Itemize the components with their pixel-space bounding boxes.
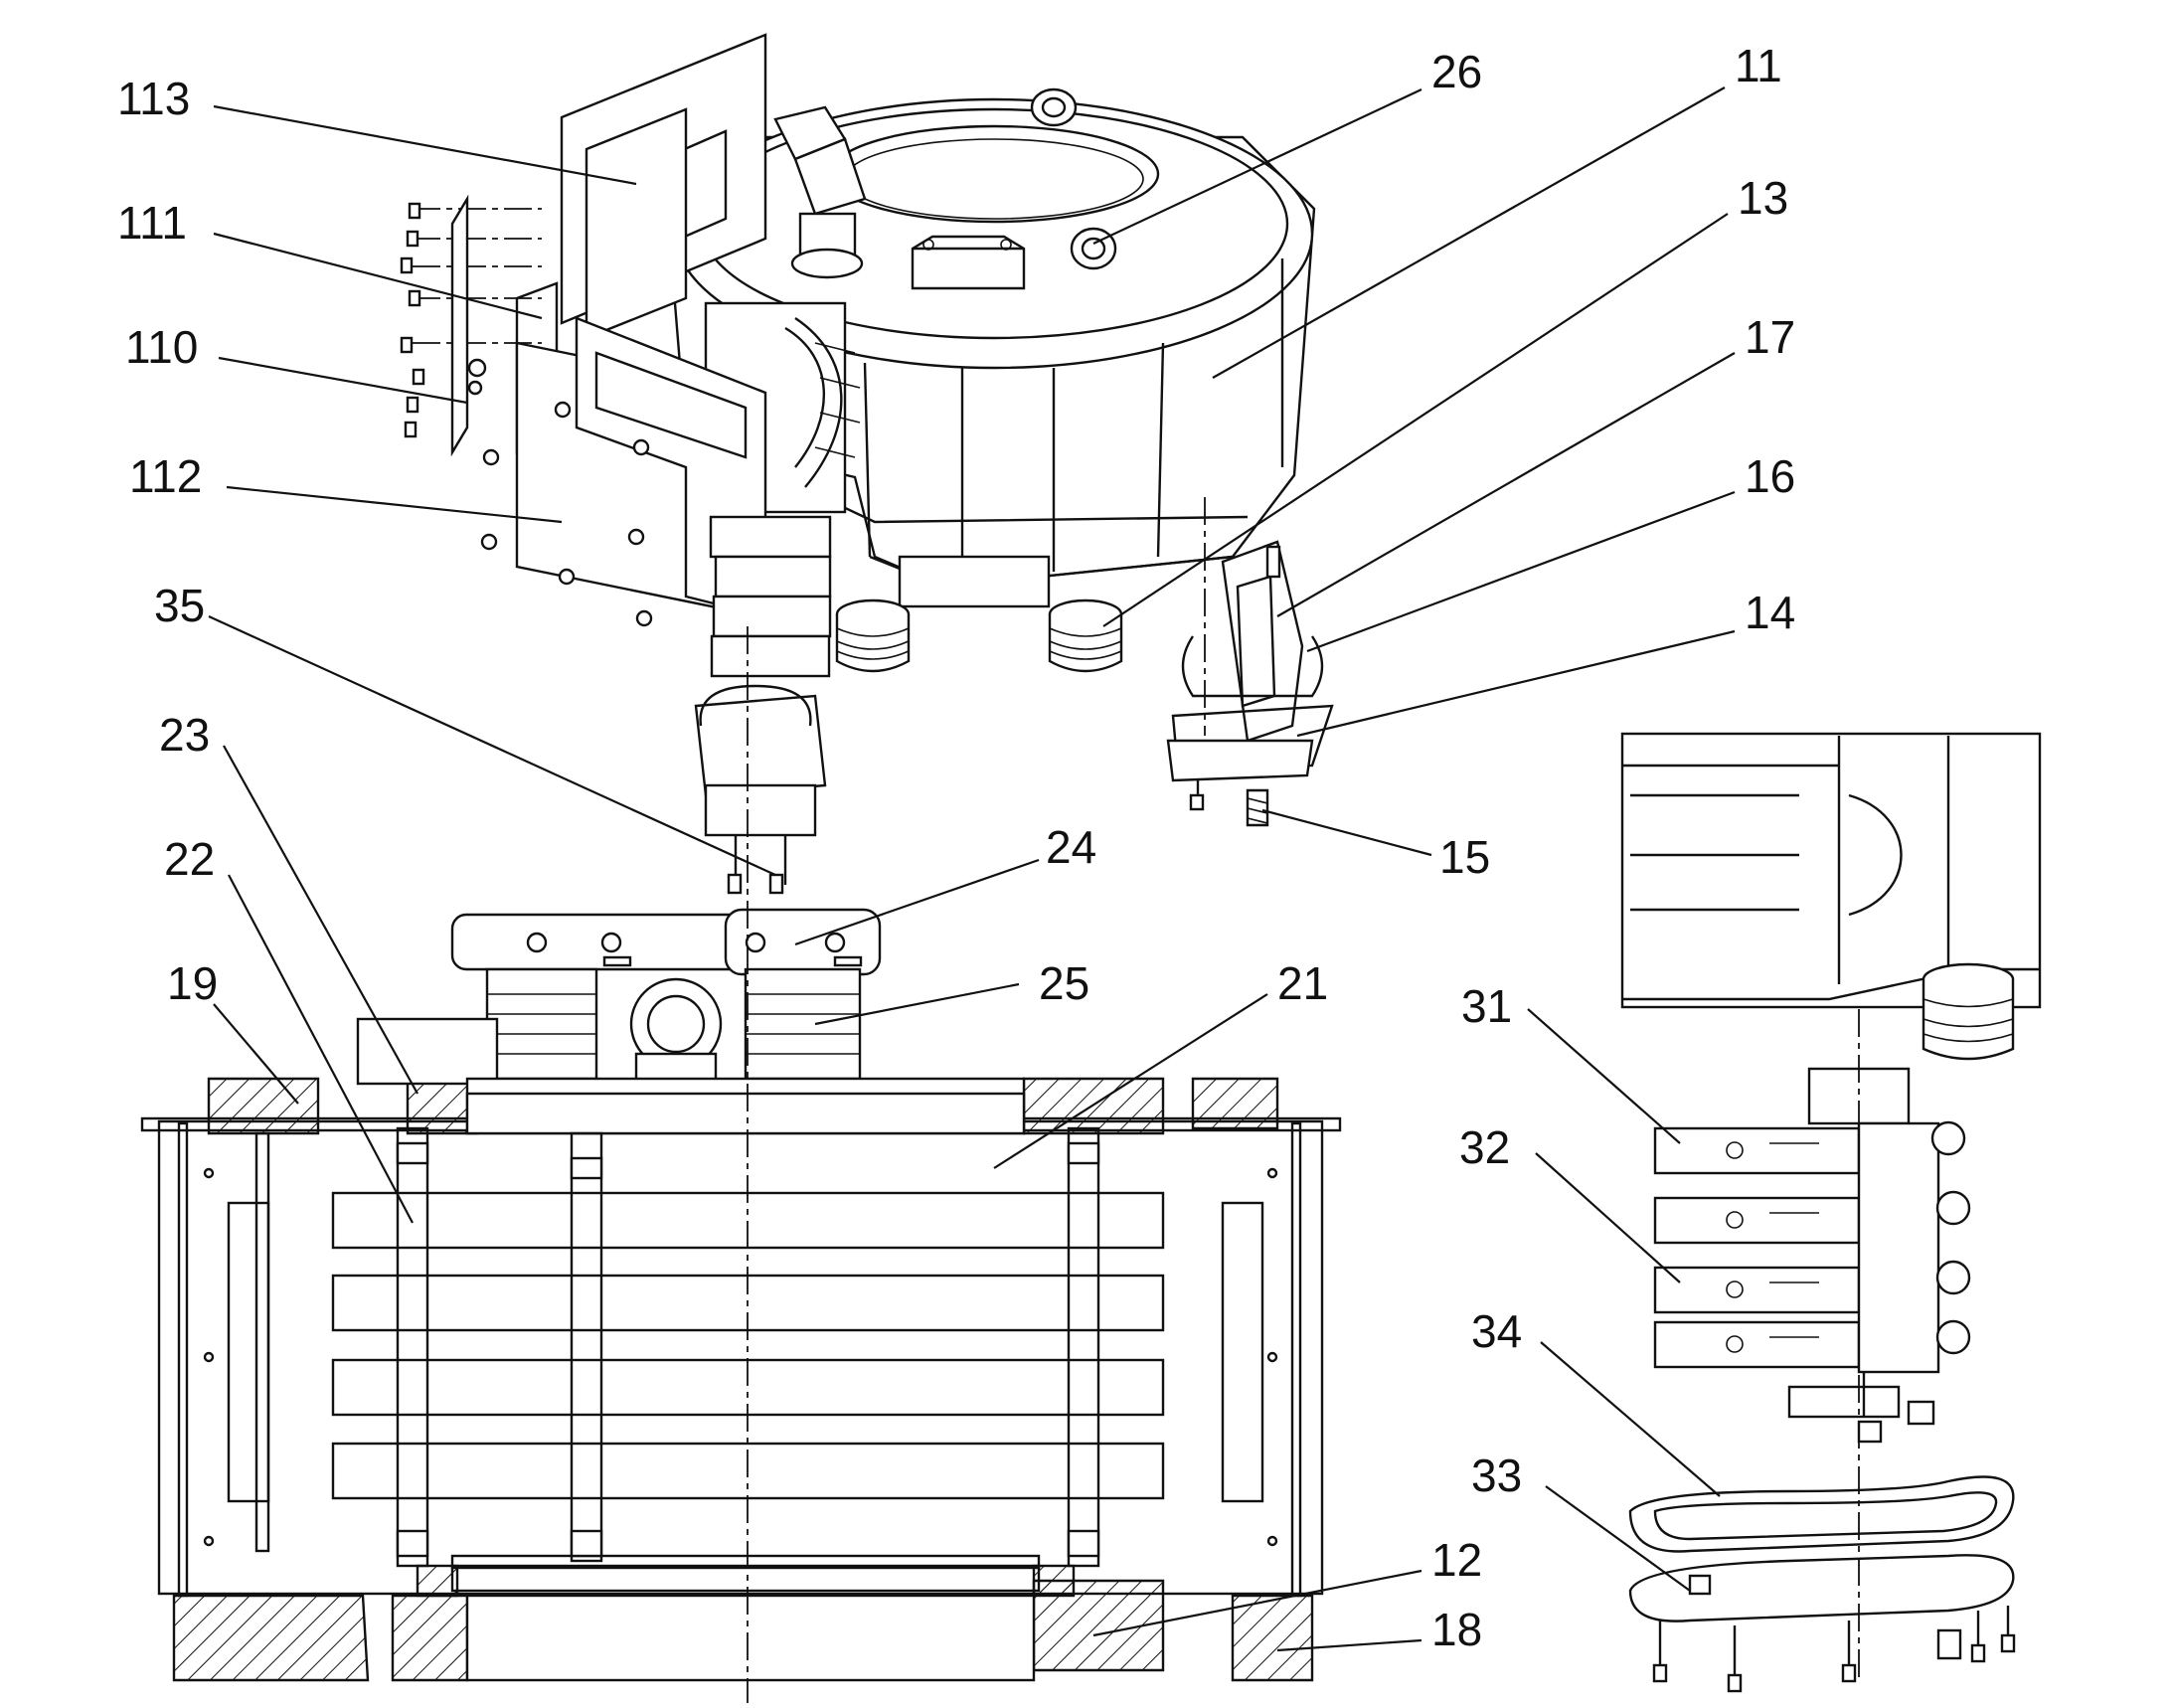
label-17: 17 <box>1745 311 1795 363</box>
leader-35 <box>208 614 776 877</box>
leader-33 <box>1545 1485 1691 1592</box>
label-31: 31 <box>1461 980 1512 1032</box>
leader-21 <box>993 993 1268 1169</box>
leader-113 <box>213 104 637 186</box>
switch-contacts-parts-31-32 <box>1653 1067 1971 1444</box>
leader-11 <box>1212 86 1726 379</box>
label-24: 24 <box>1046 821 1096 873</box>
leader-23 <box>223 745 418 1095</box>
label-13: 13 <box>1738 172 1788 224</box>
leader-19 <box>213 1003 299 1105</box>
label-15: 15 <box>1439 831 1490 883</box>
label-22: 22 <box>164 833 215 885</box>
label-32: 32 <box>1459 1121 1510 1173</box>
base-tank-section <box>140 1017 1342 1682</box>
part-labels: 113 111 110 112 35 23 22 19 26 11 13 17 … <box>117 40 1795 1655</box>
bushing-part-25 <box>485 967 862 1086</box>
detail-bushing-cup <box>1922 962 2015 1061</box>
leader-31 <box>1527 1008 1681 1144</box>
bushing-cup-part-13 <box>1048 598 1123 673</box>
connector-block-part-24 <box>450 908 882 976</box>
leader-112 <box>226 485 563 524</box>
gasket-part-34 <box>1628 1475 2015 1553</box>
leader-14 <box>1296 629 1736 738</box>
label-19: 19 <box>167 957 218 1009</box>
base-plate-part-33 <box>1628 1554 2016 1693</box>
label-21: 21 <box>1277 957 1328 1009</box>
leader-13 <box>1102 213 1729 627</box>
screws-left <box>400 202 425 438</box>
leader-15 <box>1261 808 1432 857</box>
leader-16 <box>1306 490 1736 653</box>
label-35: 35 <box>154 580 205 631</box>
spring-part-15 <box>1246 788 1269 827</box>
leader-lines <box>208 86 1736 1652</box>
leader-17 <box>1276 352 1736 617</box>
small-plate-part-110 <box>450 194 487 457</box>
label-33: 33 <box>1471 1450 1522 1501</box>
leader-34 <box>1540 1341 1721 1497</box>
label-25: 25 <box>1039 957 1089 1009</box>
bracket-assembly-parts-14-16-17 <box>1166 540 1334 811</box>
tap-changer-part-35 <box>694 515 832 895</box>
tie-rods <box>254 1126 1100 1568</box>
leader-24 <box>794 858 1040 946</box>
detail-view-housing <box>1620 732 2042 1009</box>
label-16: 16 <box>1745 450 1795 502</box>
leader-111 <box>213 232 543 320</box>
leader-18 <box>1276 1638 1422 1652</box>
label-23: 23 <box>159 709 210 761</box>
leader-25 <box>814 982 1020 1026</box>
label-11: 11 <box>1735 40 1782 91</box>
leader-26 <box>1092 88 1422 245</box>
label-12: 12 <box>1431 1534 1482 1586</box>
leader-22 <box>228 874 414 1224</box>
label-110: 110 <box>125 321 198 373</box>
label-18: 18 <box>1431 1604 1482 1655</box>
label-113: 113 <box>117 73 190 124</box>
leader-12 <box>1092 1569 1422 1637</box>
bushing-cup-left <box>835 598 911 673</box>
label-14: 14 <box>1745 587 1795 638</box>
label-111: 111 <box>117 197 187 249</box>
cover-plate-part-113 <box>560 33 767 340</box>
label-26: 26 <box>1431 46 1482 97</box>
leader-32 <box>1535 1152 1681 1283</box>
leader-110 <box>218 356 468 405</box>
label-112: 112 <box>129 450 202 502</box>
label-34: 34 <box>1471 1305 1522 1357</box>
